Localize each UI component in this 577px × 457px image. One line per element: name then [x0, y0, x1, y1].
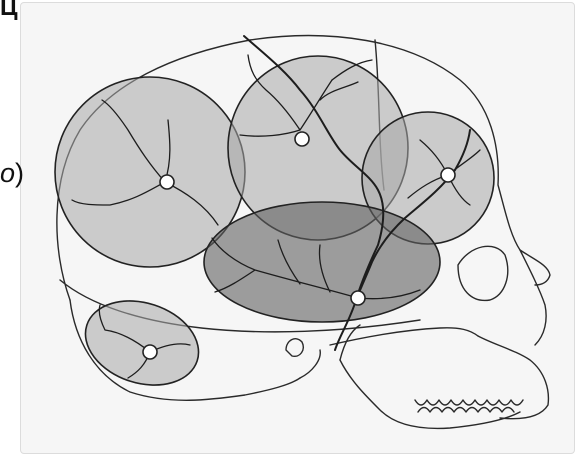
occipital-upper-marker — [441, 168, 455, 182]
ear-canal — [286, 339, 303, 357]
frontal-lower-region — [74, 287, 209, 399]
mastoid-process — [300, 350, 320, 378]
lower-teeth — [418, 408, 514, 413]
upper-teeth — [415, 400, 523, 405]
parietal-top-marker — [295, 132, 309, 146]
mandible-outline — [340, 360, 520, 428]
temporal-marker — [351, 291, 365, 305]
zygomatic-arch — [330, 328, 478, 345]
maxilla-outline — [478, 336, 548, 419]
frontal-upper-marker — [160, 175, 174, 189]
orbit-outline — [458, 246, 508, 300]
frontal-lower-marker — [143, 345, 157, 359]
vascular-territories — [55, 56, 494, 399]
